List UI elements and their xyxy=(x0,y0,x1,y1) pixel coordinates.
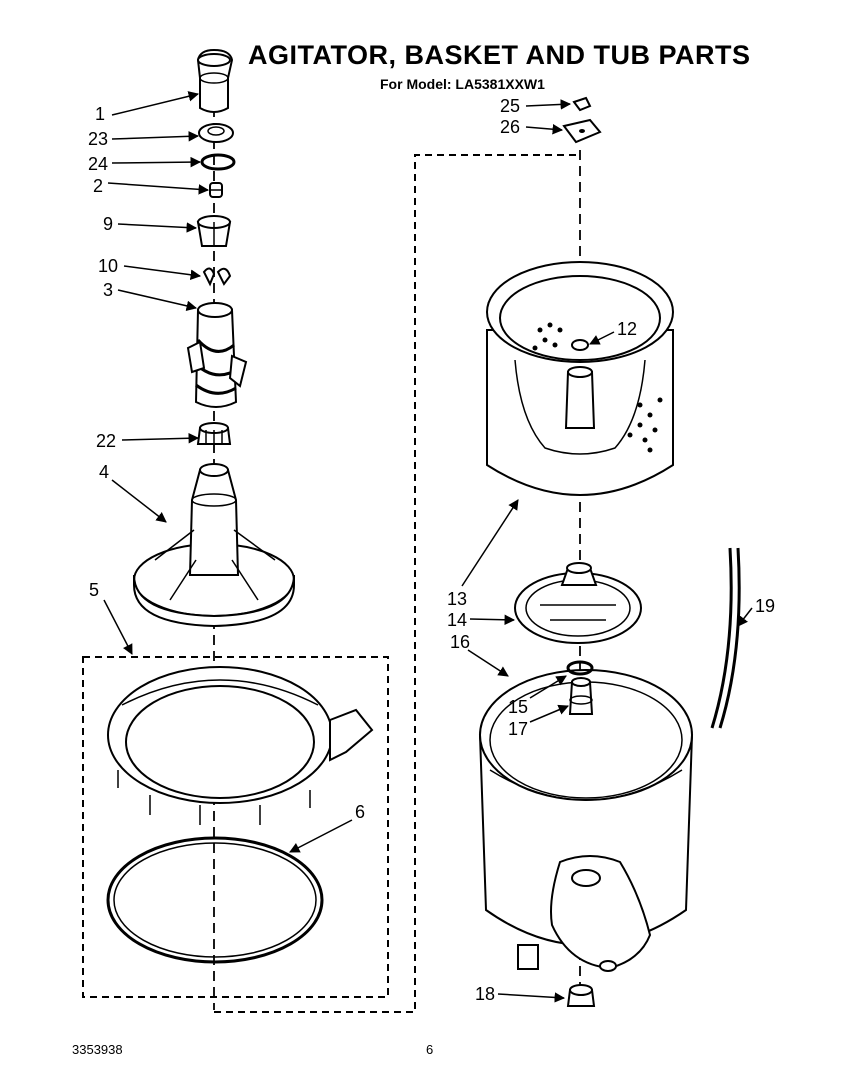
leader-4 xyxy=(111,479,167,523)
leader-16 xyxy=(467,649,509,677)
leader-5 xyxy=(103,599,133,655)
leader-3 xyxy=(117,289,198,311)
leader-6 xyxy=(289,819,353,853)
leader-12 xyxy=(589,331,615,345)
leader-19 xyxy=(737,607,753,627)
cam xyxy=(196,215,232,247)
basket-hub xyxy=(514,562,642,644)
assembly-connector-line xyxy=(214,154,580,1013)
leader-10 xyxy=(123,265,202,280)
basket-holes xyxy=(532,322,663,453)
leader-22 xyxy=(121,433,200,444)
leader-23 xyxy=(111,131,200,142)
tub-ring-kit-box xyxy=(82,656,389,998)
leader-9 xyxy=(117,222,198,233)
callout-24: 24 xyxy=(88,154,108,174)
model-subtitle: For Model: LA5381XXW1 xyxy=(380,76,545,92)
page-number: 6 xyxy=(426,1042,434,1057)
spin-seal xyxy=(568,677,594,715)
hose xyxy=(710,547,741,729)
leader-14 xyxy=(469,614,516,626)
callout-18: 18 xyxy=(475,984,495,1004)
leader-24 xyxy=(111,156,202,168)
leader-15 xyxy=(529,675,567,699)
leader-1 xyxy=(111,91,200,116)
callout-1: 1 xyxy=(95,104,105,124)
leader-25 xyxy=(525,99,572,110)
leader-2 xyxy=(107,182,210,195)
bolt xyxy=(209,182,223,198)
callout-10: 10 xyxy=(98,256,118,276)
drain-grommet xyxy=(566,984,596,1007)
callout-3: 3 xyxy=(103,280,113,300)
callout-23: 23 xyxy=(88,129,108,149)
callout-6: 6 xyxy=(355,802,365,822)
diagram-title: AGITATOR, BASKET AND TUB PARTS xyxy=(248,40,751,70)
callout-25: 25 xyxy=(500,96,520,116)
leader-13 xyxy=(461,499,519,587)
callout-15: 15 xyxy=(508,697,528,717)
callout-5: 5 xyxy=(89,580,99,600)
leader-26 xyxy=(525,123,564,135)
spring xyxy=(566,660,594,676)
agitator-cap xyxy=(196,48,234,113)
callout-12: 12 xyxy=(617,319,637,339)
callout-16: 16 xyxy=(450,632,470,652)
tub-ring-gasket xyxy=(106,836,324,964)
callout-13: 13 xyxy=(447,589,467,609)
wash-basket xyxy=(486,261,674,496)
dogs xyxy=(202,267,232,287)
leader-18 xyxy=(497,992,566,1003)
cam-retainer xyxy=(198,123,234,143)
outer-tub xyxy=(478,669,694,972)
basket-drive-nut xyxy=(562,118,602,144)
callout-19: 19 xyxy=(755,596,775,616)
callout-14: 14 xyxy=(447,610,467,630)
callout-2: 2 xyxy=(93,176,103,196)
basket-clip xyxy=(572,96,592,112)
callout-22: 22 xyxy=(96,431,116,451)
callout-9: 9 xyxy=(103,214,113,234)
callout-17: 17 xyxy=(508,719,528,739)
leader-17 xyxy=(529,704,569,723)
ring-seal xyxy=(200,153,236,171)
drive-bell xyxy=(196,422,232,445)
document-number: 3353938 xyxy=(72,1042,123,1057)
agitator-base xyxy=(133,463,295,628)
callout-4: 4 xyxy=(99,462,109,482)
callout-26: 26 xyxy=(500,117,520,137)
tub-ring xyxy=(107,666,374,825)
agitator-auger xyxy=(186,302,248,408)
